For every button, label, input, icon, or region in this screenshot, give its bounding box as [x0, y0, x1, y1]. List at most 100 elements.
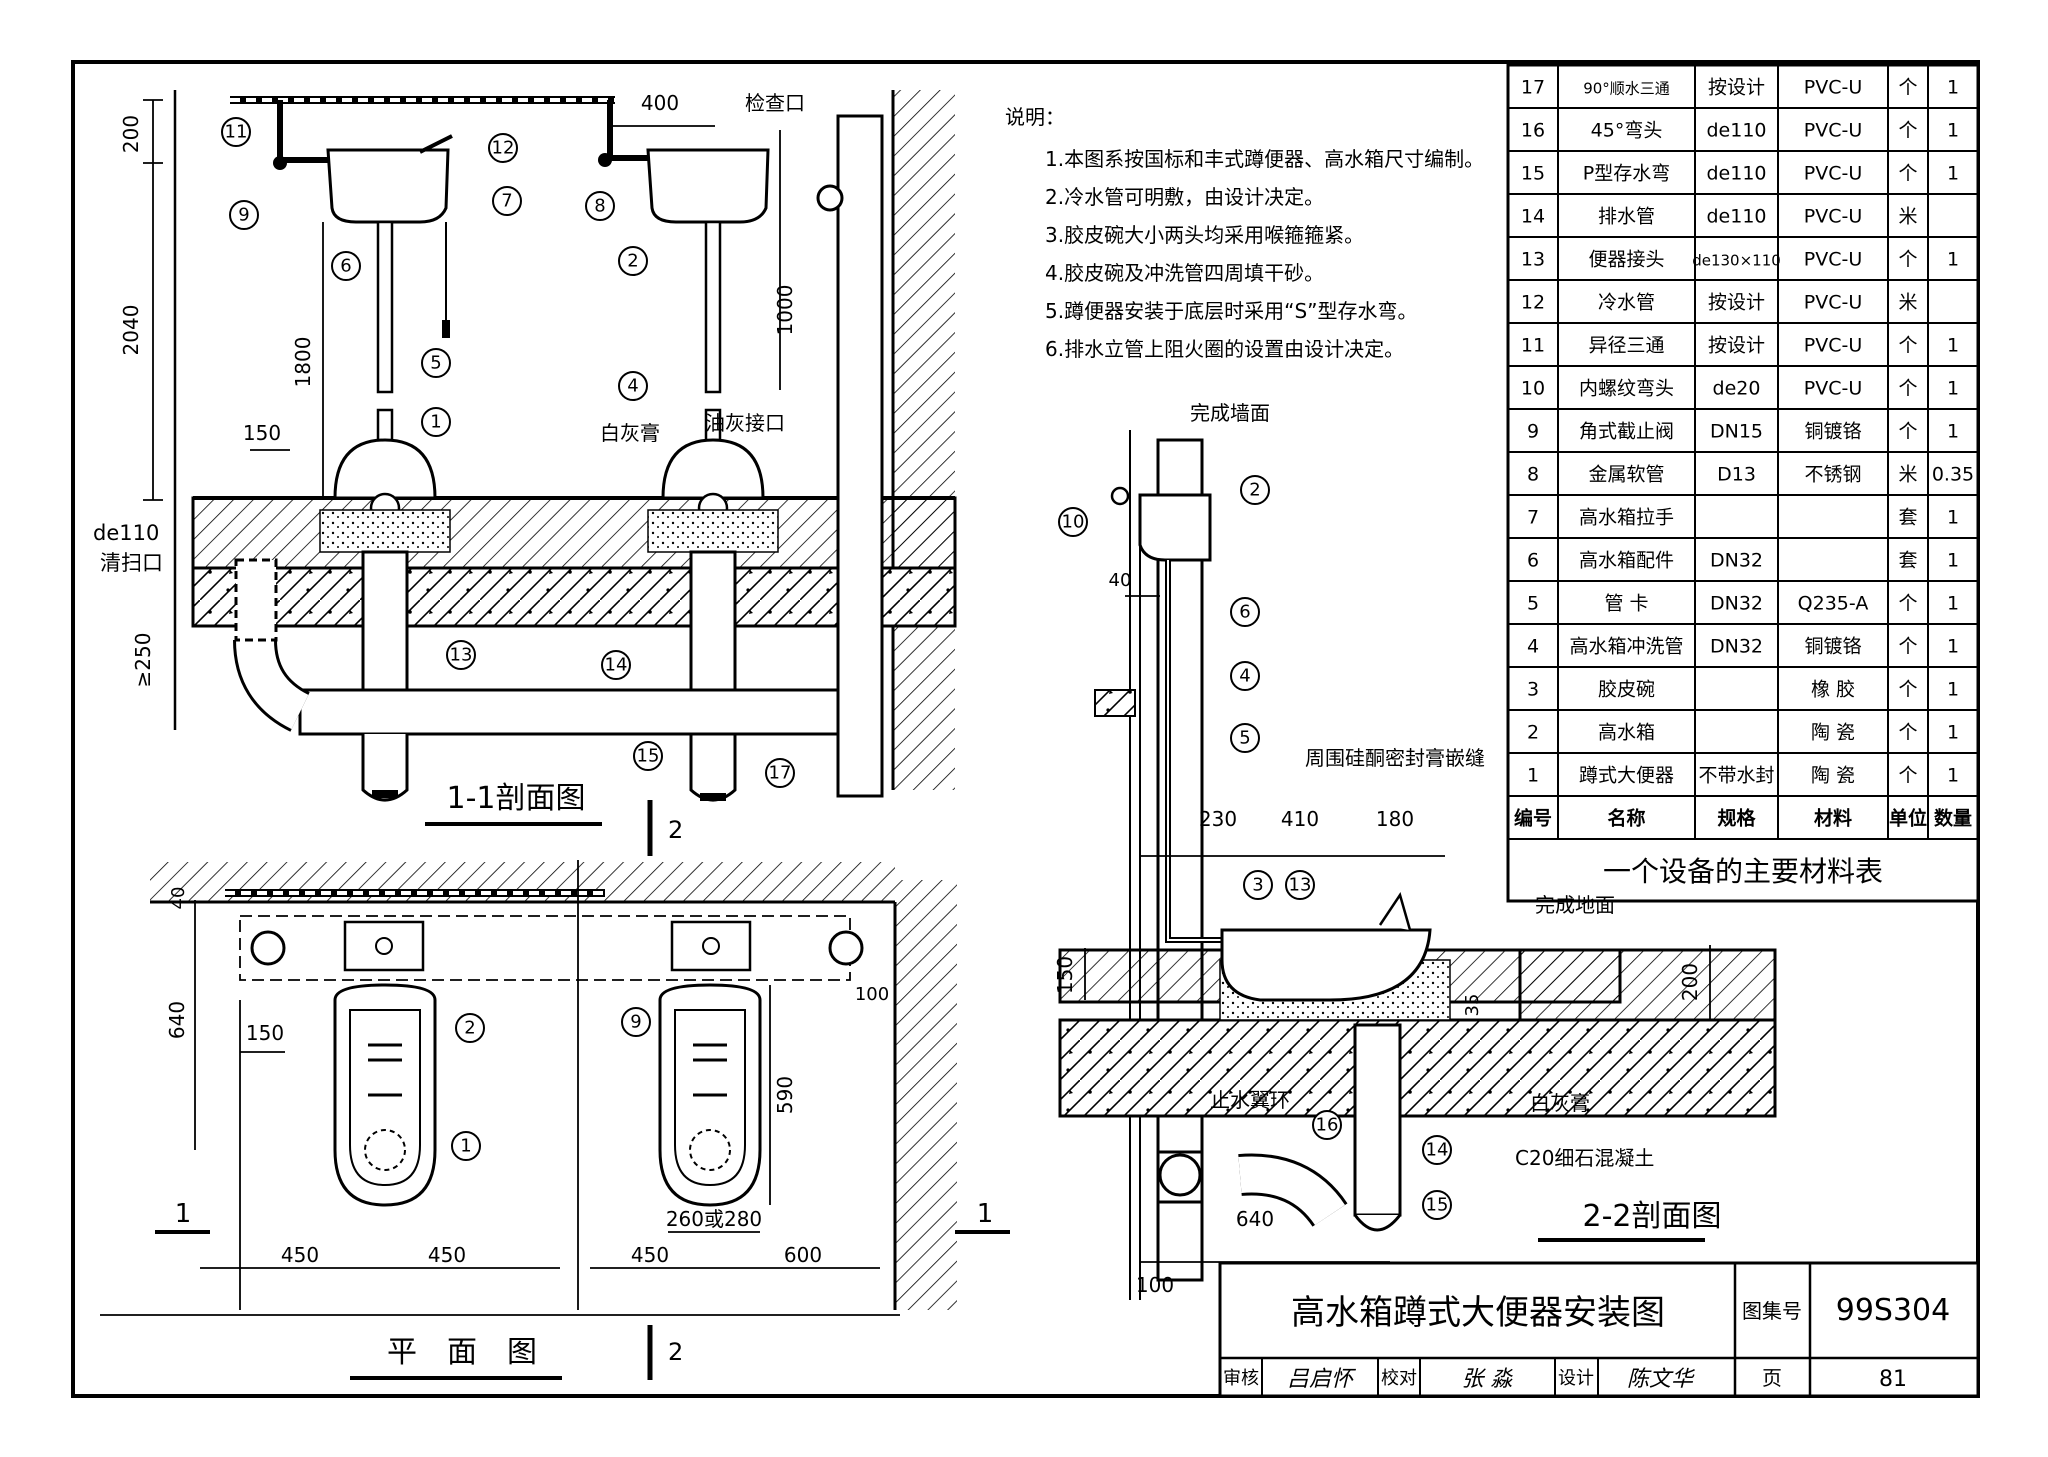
svg-text:6: 6 [340, 256, 351, 277]
materials-cell: 金属软管 [1588, 464, 1664, 486]
materials-cell: 1 [1947, 249, 1959, 271]
materials-cell: 个 [1898, 421, 1917, 443]
finished-wall-label: 完成墙面 [1190, 401, 1270, 425]
materials-cell: 90°顺水三通 [1583, 80, 1670, 98]
svg-text:13: 13 [450, 645, 473, 666]
materials-cell: 内螺纹弯头 [1579, 378, 1674, 400]
materials-cell: 1 [1947, 636, 1959, 658]
svg-text:5: 5 [1239, 728, 1250, 749]
materials-cell: 8 [1527, 464, 1539, 486]
materials-cell: de130×110 [1692, 252, 1781, 270]
materials-cell: 4 [1527, 636, 1539, 658]
plan-dim-450c: 450 [631, 1243, 669, 1267]
plan-dim-590: 590 [773, 1076, 797, 1114]
materials-cell: D13 [1717, 464, 1756, 486]
materials-cell: 橡 胶 [1811, 679, 1855, 701]
svg-text:4: 4 [1239, 666, 1250, 687]
section-2-2-title: 2-2剖面图 [1583, 1199, 1722, 1234]
materials-cell: 按设计 [1708, 335, 1765, 357]
plan-dim-150: 150 [246, 1021, 284, 1045]
putty-joint-label: 油灰接口 [705, 411, 785, 435]
materials-cell: 1 [1947, 507, 1959, 529]
svg-text:1: 1 [430, 412, 441, 433]
review-label: 审核 [1223, 1368, 1259, 1389]
materials-cell: PVC-U [1804, 77, 1862, 99]
materials-cell: 1 [1947, 421, 1959, 443]
concrete-label: C20细石混凝土 [1515, 1146, 1654, 1170]
materials-cell: PVC-U [1804, 120, 1862, 142]
dim22-35: 35 [1462, 994, 1483, 1017]
materials-cell: 1 [1947, 679, 1959, 701]
svg-text:6: 6 [1239, 602, 1250, 623]
materials-cell: 个 [1898, 163, 1917, 185]
svg-text:17: 17 [769, 763, 792, 784]
dim-250: ≥250 [131, 633, 155, 688]
atlas-label: 图集号 [1742, 1299, 1802, 1323]
finished-floor-label: 完成地面 [1535, 893, 1615, 917]
materials-cell: 个 [1898, 77, 1917, 99]
svg-text:2: 2 [464, 1018, 475, 1039]
materials-cell: 米 [1898, 292, 1917, 314]
dim22-100: 100 [1136, 1273, 1174, 1297]
materials-header-cell: 名称 [1607, 807, 1645, 830]
drawing-title: 高水箱蹲式大便器安装图 [1291, 1293, 1665, 1333]
materials-cell: 1 [1947, 163, 1959, 185]
materials-cell: 便器接头 [1588, 249, 1664, 271]
materials-header-cell: 编号 [1514, 807, 1552, 830]
plan-view-title: 平 面 图 [387, 1335, 537, 1370]
materials-cell: 7 [1527, 507, 1539, 529]
materials-caption: 一个设备的主要材料表 [1603, 855, 1883, 888]
materials-cell: DN15 [1710, 421, 1763, 443]
dim22-640: 640 [1236, 1207, 1274, 1231]
page-number: 81 [1879, 1367, 1907, 1392]
materials-cell: 高水箱拉手 [1579, 507, 1674, 529]
materials-cell: 16 [1521, 120, 1545, 142]
materials-cell: 17 [1521, 77, 1545, 99]
materials-cell: 铜镀铬 [1804, 636, 1861, 658]
materials-cell: 5 [1527, 593, 1539, 615]
check-signature: 张 淼 [1462, 1367, 1514, 1392]
note-6: 6.排水立管上阻火圈的设置由设计决定。 [1045, 337, 1404, 361]
materials-cell: 胶皮碗 [1598, 679, 1655, 701]
plan-dim-640: 640 [165, 1001, 189, 1039]
materials-cell: P型存水弯 [1583, 163, 1670, 185]
materials-cell: 15 [1521, 163, 1545, 185]
atlas-number: 99S304 [1836, 1293, 1950, 1328]
plan-dim-450a: 450 [281, 1243, 319, 1267]
materials-cell: 按设计 [1708, 292, 1765, 314]
materials-cell: 陶 瓷 [1811, 722, 1855, 744]
materials-cell: 11 [1521, 335, 1545, 357]
plan-dim-100: 100 [855, 984, 889, 1005]
materials-cell: 冷水管 [1598, 292, 1655, 314]
check-label: 校对 [1381, 1368, 1417, 1389]
inspection-port-label: 检查口 [745, 91, 805, 115]
materials-cell: 不带水封 [1698, 765, 1774, 787]
title-block: 高水箱蹲式大便器安装图 图集号 99S304 页 81 审核 吕启怀 校对 张 … [1218, 1261, 1980, 1398]
dim-1000: 1000 [773, 285, 797, 336]
materials-cell: 套 [1898, 507, 1917, 529]
materials-cell: 按设计 [1708, 77, 1765, 99]
materials-cell: 个 [1898, 593, 1917, 615]
dim-200-vertical: 200 [119, 115, 143, 153]
materials-cell: 高水箱冲洗管 [1569, 636, 1683, 658]
materials-header-cell: 数量 [1934, 807, 1972, 830]
materials-cell: 1 [1947, 120, 1959, 142]
materials-table-frame [1506, 63, 1980, 903]
sealant-label: 周围硅酮密封膏嵌缝 [1305, 746, 1485, 770]
materials-cell: DN32 [1710, 636, 1763, 658]
svg-text:2: 2 [627, 251, 638, 272]
materials-cell: PVC-U [1804, 335, 1862, 357]
materials-header-cell: 单位 [1889, 807, 1927, 830]
materials-cell: 套 [1898, 550, 1917, 572]
design-label: 设计 [1558, 1368, 1594, 1389]
materials-cell: 高水箱配件 [1579, 550, 1674, 572]
materials-cell: de110 [1706, 206, 1766, 228]
dim22-40: 40 [1109, 570, 1132, 591]
dim-1800: 1800 [291, 337, 315, 388]
materials-cell: 米 [1898, 464, 1917, 486]
materials-cell: de110 [1706, 163, 1766, 185]
note-3: 3.胶皮碗大小两头均采用喉箍箍紧。 [1045, 223, 1364, 247]
svg-text:7: 7 [501, 191, 512, 212]
